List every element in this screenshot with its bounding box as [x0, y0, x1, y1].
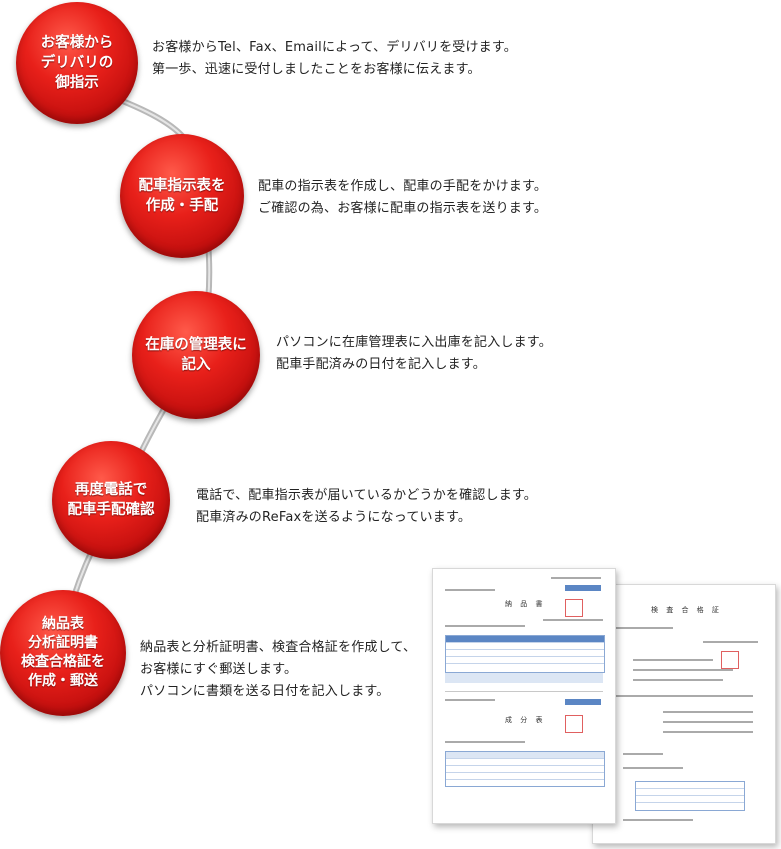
step-5-description: 納品表と分析証明書、検査合格証を作成して、 お客様にすぐ郵送します。 パソコンに…: [140, 640, 417, 699]
doc-line: [633, 679, 723, 681]
doc-line: [703, 641, 758, 643]
doc-header-bar: [565, 585, 601, 591]
doc-line: [445, 589, 495, 591]
analysis-table: [445, 751, 605, 787]
inspection-title: 検 査 合 格 証: [651, 606, 722, 614]
step-5-circle: 納品表 分析証明書 検査合格証を 作成・郵送: [0, 590, 126, 716]
doc-line: [543, 619, 603, 621]
doc-date-line: [551, 577, 601, 579]
doc-line: [445, 699, 495, 701]
stamp-icon: [721, 651, 739, 669]
step-3-description: パソコンに在庫管理表に入出庫を記入します。 配車手配済みの日付を記入します。: [276, 335, 552, 372]
step-5-title: 納品表 分析証明書 検査合格証を 作成・郵送: [21, 616, 105, 689]
step-2-description: 配車の指示表を作成し、配車の手配をかけます。 ご確認の為、お客様に配車の指示表を…: [258, 179, 548, 216]
step-1-title: お客様から デリバリの 御指示: [40, 35, 114, 91]
doc-line: [445, 741, 525, 743]
step-4-title: 再度電話で 配車手配確認: [67, 482, 155, 518]
delivery-table: [445, 635, 605, 673]
doc-divider: [445, 691, 603, 692]
step-4-description: 電話で、配車指示表が届いているかどうかを確認します。 配車済みのReFaxを送る…: [196, 488, 537, 525]
stamp-icon: [565, 715, 583, 733]
doc-total-bar: [445, 673, 603, 683]
step-2-title: 配車指示表を 作成・手配: [138, 178, 226, 214]
inspection-certificate-document: 検 査 合 格 証: [592, 584, 776, 844]
doc-line: [623, 767, 683, 769]
step-4-circle: 再度電話で 配車手配確認: [52, 441, 170, 559]
delivery-note-title: 納 品 書: [505, 600, 546, 608]
doc-line: [633, 659, 713, 661]
doc-line: [633, 669, 733, 671]
doc-header-bar: [565, 699, 601, 705]
doc-line: [623, 753, 663, 755]
inspection-table: [635, 781, 745, 811]
step-1-circle: お客様から デリバリの 御指示: [16, 2, 138, 124]
doc-line: [663, 711, 753, 713]
step-2-circle: 配車指示表を 作成・手配: [120, 134, 244, 258]
doc-line: [663, 731, 753, 733]
stamp-icon: [565, 599, 583, 617]
doc-line: [663, 721, 753, 723]
delivery-and-analysis-document: 納 品 書 成 分 表: [432, 568, 616, 824]
doc-line: [623, 819, 693, 821]
doc-line: [613, 695, 753, 697]
analysis-title: 成 分 表: [505, 716, 546, 724]
doc-line: [445, 625, 525, 627]
step-3-circle: 在庫の管理表に 記入: [132, 291, 260, 419]
doc-line: [613, 627, 673, 629]
step-3-title: 在庫の管理表に 記入: [145, 337, 247, 373]
step-1-description: お客様からTel、Fax、Emailによって、デリバリを受けます。 第一歩、迅速…: [152, 40, 517, 77]
